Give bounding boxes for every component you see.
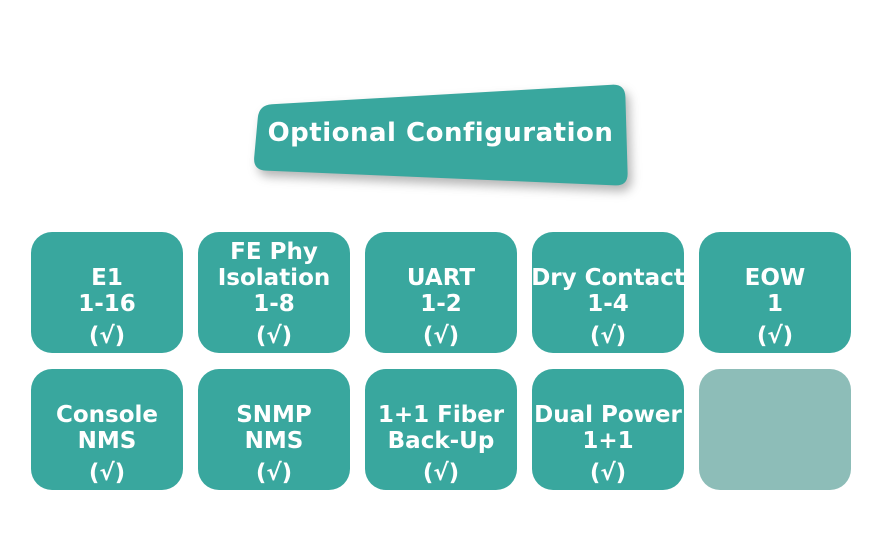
check-mark: (√) <box>88 323 126 349</box>
check-mark: (√) <box>589 460 627 486</box>
box-label-line: FE Phy <box>230 239 318 265</box>
box-label-line: 1+1 <box>582 428 634 454</box>
check-mark: (√) <box>422 323 460 349</box>
box-label-line: Dry Contact <box>531 265 685 291</box>
box-label-line: Console <box>55 402 159 428</box>
box-label-line: NMS <box>77 428 137 454</box>
box-label-line: Dual Power <box>534 402 682 428</box>
check-mark: (√) <box>255 460 293 486</box>
option-box-empty-option <box>699 369 851 490</box>
check-mark: (√) <box>255 323 293 349</box>
box-label-line: Isolation <box>217 265 331 291</box>
box-label-line: 1-4 <box>587 291 629 317</box>
box-label-line: Back-Up <box>387 428 495 454</box>
box-label-line: EOW <box>744 265 806 291</box>
check-mark: (√) <box>756 323 794 349</box>
box-label-line: UART <box>406 265 476 291</box>
box-label-line: E1 <box>91 265 123 291</box>
box-label-line: 1-8 <box>253 291 295 317</box>
box-label-line: 1 <box>766 291 783 317</box>
box-label-line: NMS <box>244 428 304 454</box>
box-label-line: 1-16 <box>78 291 136 317</box>
banner-title: Optional Configuration <box>267 117 614 148</box>
check-mark: (√) <box>88 460 126 486</box>
check-mark: (√) <box>589 323 627 349</box>
box-label-line: SNMP <box>236 402 312 428</box>
box-label-line: 1-2 <box>420 291 462 317</box>
check-mark: (√) <box>422 460 460 486</box>
box-label-line: 1+1 Fiber <box>377 402 505 428</box>
